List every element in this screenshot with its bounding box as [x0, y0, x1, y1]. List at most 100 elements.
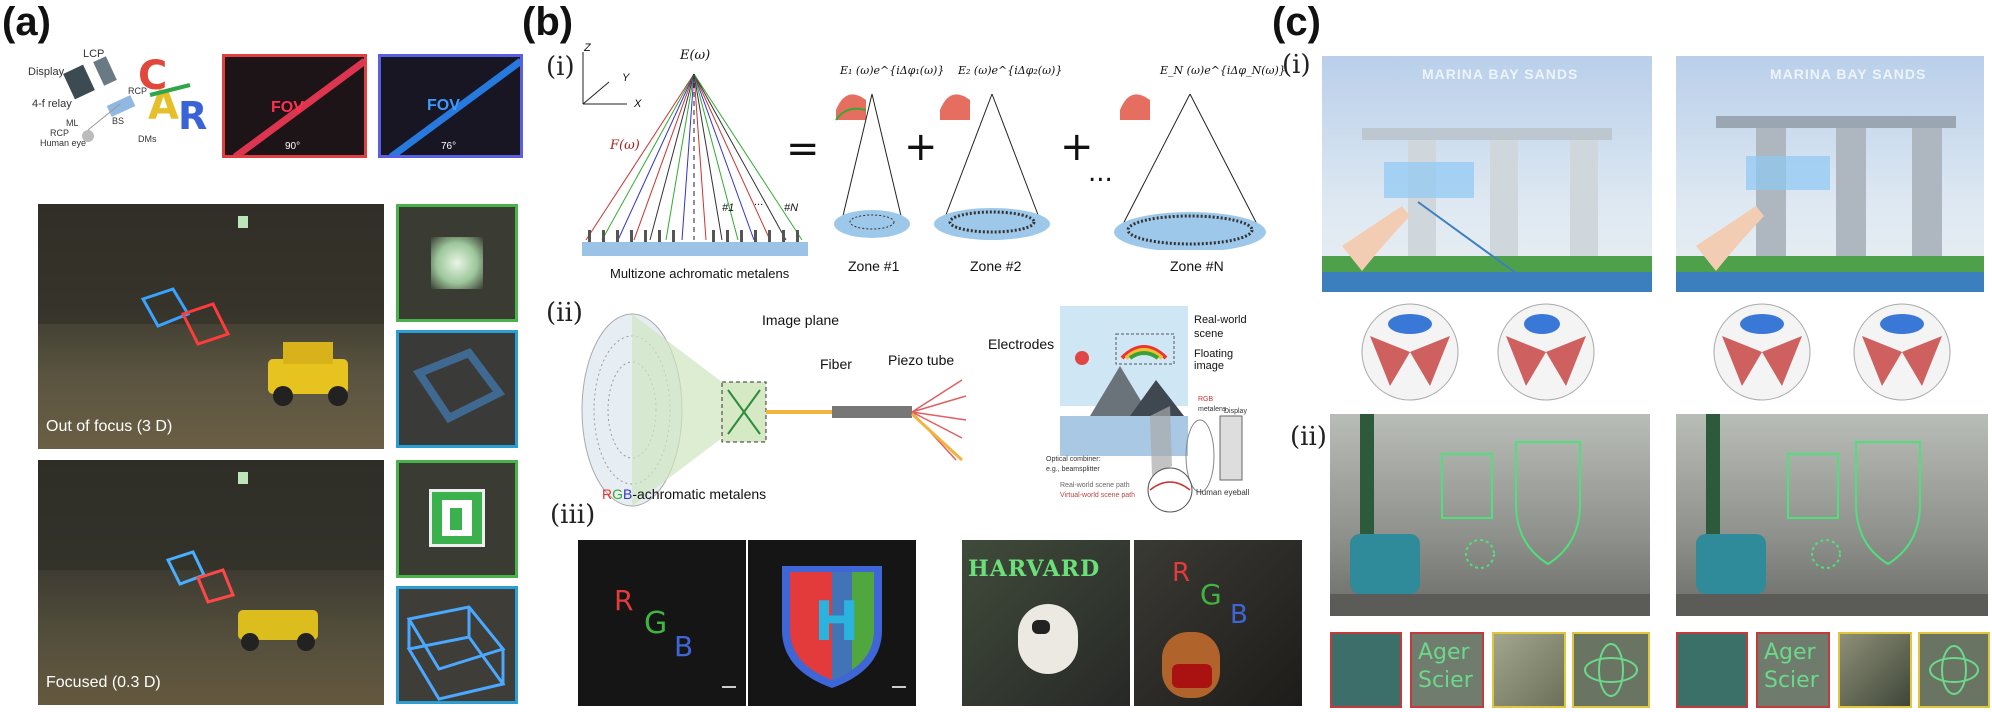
label-display-small: Display	[1224, 408, 1247, 415]
thumb-right-1	[1676, 632, 1748, 708]
marker-dots: ...	[754, 196, 764, 208]
marker-last-zone: #N	[784, 202, 799, 214]
zoom-cube-blurred-drawing	[412, 348, 506, 424]
label-dms: DMs	[138, 134, 157, 144]
shield-image: H	[748, 540, 916, 706]
rgb-letters-image: R G B	[578, 540, 746, 706]
thumb-right-3	[1838, 632, 1912, 708]
panel-label-c: (c)	[1272, 0, 1321, 44]
sub-label-c-ii: (ii)	[1290, 422, 1327, 452]
zone-n-diagram	[1114, 93, 1266, 250]
caption-focused: Focused (0.3 D)	[46, 674, 161, 691]
harvard-cow-photo: HARVARD	[962, 540, 1130, 706]
label-scene: scene	[1194, 328, 1224, 340]
panel-label-a: (a)	[2, 0, 51, 44]
focal-f-omega: F(ω)	[610, 138, 640, 153]
rgb-bear-photo: R G B	[1134, 540, 1302, 706]
zone-1-label: Zone #1	[848, 258, 900, 274]
thumb-right-4-drawing	[1929, 645, 1979, 695]
metalens-caption: Multizone achromatic metalens	[610, 266, 790, 281]
toy-bear	[1162, 632, 1220, 698]
label-combiner: Optical combiner:	[1046, 456, 1101, 463]
fov-blue-beam	[388, 58, 520, 155]
zone-n-field: E_N (ω)e^{iΔφ_N(ω)}	[1160, 64, 1286, 77]
fov-blue-label: FOV	[427, 97, 460, 114]
zone-2-diagram	[934, 93, 1050, 240]
label-fiber: Fiber	[820, 356, 852, 372]
axis-y: Y	[622, 72, 630, 84]
hologram-right-drawing	[1676, 414, 1988, 616]
fov-red-beam	[232, 58, 364, 155]
svg-text:R: R	[178, 94, 207, 138]
hologram-photo-left	[1330, 414, 1650, 616]
bear-letter-g: G	[1200, 578, 1222, 611]
xyz-axis	[582, 52, 627, 105]
thumb-left-4	[1572, 632, 1650, 708]
bear-letter-r: R	[1172, 558, 1191, 588]
zoom-cube-focused	[396, 586, 518, 704]
sub-label-b-ii: (ii)	[546, 298, 583, 328]
marina-bay-left-drawing	[1322, 128, 1652, 292]
sub-label-b-iii: (iii)	[550, 500, 596, 530]
label-lcp: LCP	[83, 48, 105, 60]
zone-2-label: Zone #2	[970, 258, 1022, 274]
panel-label-b: (b)	[522, 0, 574, 44]
thumb-left-3	[1492, 632, 1566, 708]
zone-2-field: E₂ (ω)e^{iΔφ₂(ω)}	[958, 64, 1063, 77]
rgb-g: G	[612, 486, 624, 502]
letter-b: B	[674, 630, 694, 663]
out-of-focus-scene	[38, 204, 384, 406]
thumb-right-2-text-1: Ager	[1764, 640, 1816, 665]
label-ml: ML	[66, 118, 79, 128]
sign-title-left: MARINA BAY SANDS	[1422, 66, 1579, 82]
zoom-sign-focused	[396, 460, 518, 578]
sub-label-b-i: (i)	[546, 52, 575, 82]
thumb-left-2: Ager Scier	[1410, 632, 1484, 708]
label-floating-image: Floating image	[1194, 348, 1234, 372]
ar-system-schematic: Real-world scene Floating image RGB meta…	[1046, 306, 1260, 526]
multizone-cone	[582, 73, 808, 256]
label-display: Display	[28, 66, 65, 78]
thumb-left-2-text-2: Scier	[1418, 668, 1473, 693]
label-rgb-small: RGB	[1198, 396, 1214, 403]
caption-out-of-focus: Out of focus (3 D)	[46, 418, 173, 435]
legend-virtual-path: Virtual-world scene path	[1060, 492, 1135, 499]
thumb-right-2-text-2: Scier	[1764, 668, 1819, 693]
scale-bar-2	[892, 686, 906, 688]
thumb-right-4	[1918, 632, 1990, 708]
thumb-left-2-text-1: Ager	[1418, 640, 1470, 665]
label-piezo-tube: Piezo tube	[888, 352, 955, 368]
zone-n-label: Zone #N	[1170, 258, 1224, 274]
operator-plus-2: +	[1060, 124, 1094, 170]
fov-red-angle: 90°	[285, 141, 301, 152]
operator-ellipsis: ...	[1088, 158, 1113, 188]
label-combiner-eg: e.g., beamsplitter	[1046, 466, 1100, 473]
zone-1-field: E₁ (ω)e^{iΔφ₁(ω)}	[840, 64, 945, 77]
bear-letter-b: B	[1230, 600, 1248, 630]
car-3d-letters: C A R	[130, 53, 215, 140]
label-human-eyeball: Human eyeball	[1196, 488, 1250, 497]
zoom-sign-blurred	[396, 204, 518, 322]
focused-photo: Focused (0.3 D)	[38, 460, 384, 705]
thumb-left-1	[1330, 632, 1402, 708]
hologram-left-drawing	[1330, 414, 1650, 616]
fov-red-label: FOV	[271, 99, 304, 116]
fov-blue-angle: 76°	[441, 141, 457, 152]
sub-label-c-i: (i)	[1282, 50, 1311, 80]
shield-letter-h: H	[814, 590, 860, 653]
hologram-photo-right	[1676, 414, 1988, 616]
label-image-plane: Image plane	[762, 312, 840, 328]
axis-x: X	[634, 98, 642, 110]
fiber-scanner-diagram	[581, 313, 967, 507]
eyes-right-pair	[1713, 303, 1951, 401]
letter-g: G	[644, 606, 668, 641]
scale-bar	[722, 686, 736, 688]
eyes-left-pair	[1361, 303, 1595, 401]
operator-equals: =	[786, 126, 820, 172]
focused-scene	[38, 460, 384, 651]
legend-real-path: Real-world scene path	[1060, 482, 1130, 489]
label-electrodes: Electrodes	[988, 336, 1055, 352]
fov-blue-photo: FOV 76°	[378, 54, 523, 158]
car-letters-drawing: C A R	[138, 53, 207, 138]
optical-setup-diagram: Display LCP 4-f relay ML RCP RCP BS Huma…	[28, 38, 168, 148]
